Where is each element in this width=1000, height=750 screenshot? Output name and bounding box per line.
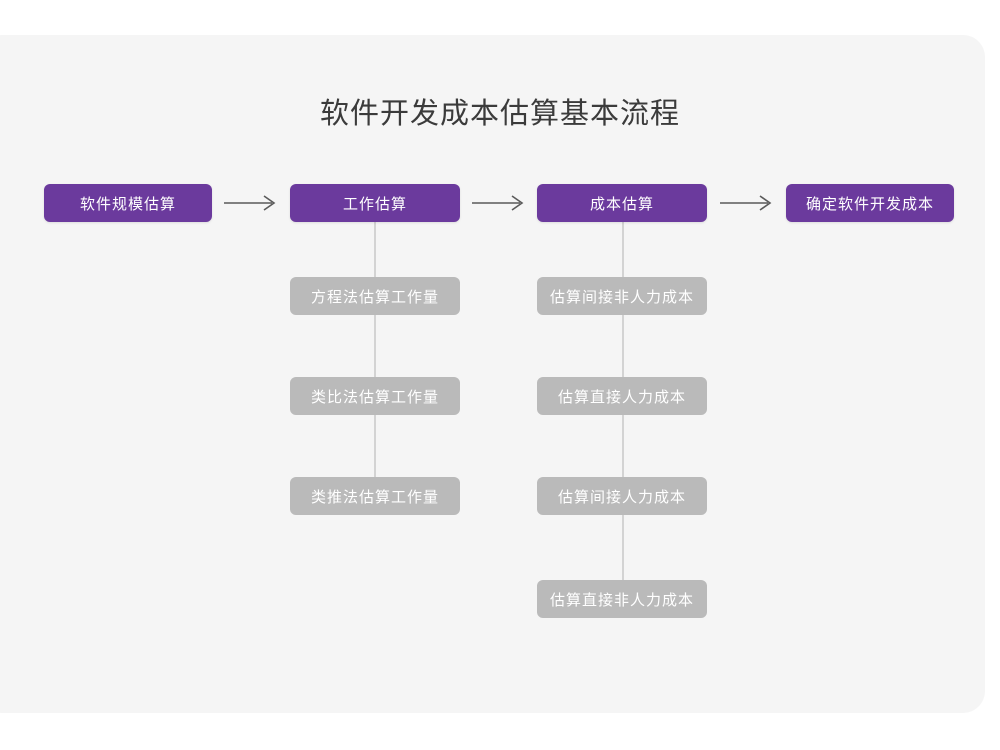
substep-box-indirect-nonlabor-cost[interactable]: 估算间接非人力成本: [537, 277, 707, 315]
substep-box-equation-method-effort[interactable]: 方程法估算工作量: [290, 277, 460, 315]
right-arrow-icon-3: [720, 194, 774, 212]
substep-box-direct-labor-cost[interactable]: 估算直接人力成本: [537, 377, 707, 415]
stage-box-software-scale-estimation[interactable]: 软件规模估算: [44, 184, 212, 222]
diagram-card: [0, 35, 985, 713]
stage-box-cost-estimation[interactable]: 成本估算: [537, 184, 707, 222]
page-title: 软件开发成本估算基本流程: [319, 98, 680, 130]
substep-box-inference-method-effort[interactable]: 类推法估算工作量: [290, 477, 460, 515]
stage-box-effort-estimation[interactable]: 工作估算: [290, 184, 460, 222]
right-arrow-icon-2: [472, 194, 526, 212]
connector-line-stage3: [622, 222, 624, 612]
substep-box-indirect-labor-cost[interactable]: 估算间接人力成本: [537, 477, 707, 515]
substep-box-direct-nonlabor-cost[interactable]: 估算直接非人力成本: [537, 580, 707, 618]
connector-line-stage2: [374, 222, 376, 512]
substep-box-analogy-method-effort[interactable]: 类比法估算工作量: [290, 377, 460, 415]
right-arrow-icon-1: [224, 194, 278, 212]
stage-box-determine-development-cost[interactable]: 确定软件开发成本: [786, 184, 954, 222]
